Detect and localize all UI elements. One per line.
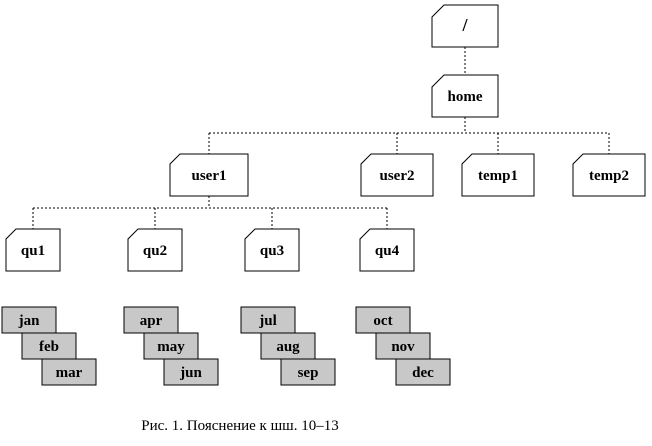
folder-qu2-shape [127,228,183,272]
file-apr-label: apr [140,313,163,329]
root-folder: / [431,4,499,48]
file-feb: feb [21,332,77,360]
home-folder-shape [431,74,499,118]
file-dec: dec [395,358,451,386]
file-feb-shape [21,332,77,360]
file-jan-label: jan [18,313,40,329]
file-may-label: may [157,339,185,355]
file-mar: mar [41,358,97,386]
folder-temp2-label: temp2 [589,168,629,184]
folder-user2: user2 [360,153,434,197]
folder-qu2-label: qu2 [143,243,167,259]
folder-qu1: qu1 [5,228,61,272]
file-nov: nov [375,332,431,360]
folder-qu3: qu3 [244,228,300,272]
file-jul-label: jul [258,313,277,329]
file-nov-label: nov [391,339,415,355]
file-nov-shape [375,332,431,360]
file-jan: jan [1,306,57,334]
root-folder-label: / [461,15,468,35]
file-sep-shape [280,358,336,386]
file-jul: jul [240,306,296,334]
folder-qu4-label: qu4 [375,243,400,259]
file-may-shape [143,332,199,360]
home-folder: home [431,74,499,118]
folder-user2-shape [360,153,434,197]
folder-user2-label: user2 [380,168,415,184]
folder-temp1-label: temp1 [478,168,518,184]
file-apr: apr [123,306,179,334]
file-may: may [143,332,199,360]
file-dec-label: dec [412,365,434,381]
file-oct: oct [355,306,411,334]
folder-temp1-shape [461,153,535,197]
file-aug-shape [260,332,316,360]
tree-nodes: / home user1 user2 temp1 temp2 qu1 jan feb mar qu2… [1,4,646,386]
file-mar-shape [41,358,97,386]
file-aug-label: aug [276,339,300,355]
folder-user1: user1 [169,153,249,197]
folder-user1-label: user1 [192,168,227,184]
folder-temp2-shape [572,153,646,197]
folder-qu3-shape [244,228,300,272]
file-jun-shape [163,358,219,386]
root-folder-shape [431,4,499,48]
folder-qu2: qu2 [127,228,183,272]
folder-temp2: temp2 [572,153,646,197]
file-oct-shape [355,306,411,334]
file-sep-label: sep [298,365,319,381]
folder-qu3-label: qu3 [260,243,284,259]
figure-caption: Рис. 1. Пояснение к шш. 10–13 [141,418,339,434]
folder-qu4: qu4 [359,228,415,272]
folder-qu1-shape [5,228,61,272]
file-feb-label: feb [39,339,59,355]
tree-connectors [32,47,610,229]
folder-qu1-label: qu1 [21,243,45,259]
home-folder-label: home [448,89,483,105]
folder-user1-shape [169,153,249,197]
file-jun-label: jun [179,365,202,381]
folder-qu4-shape [359,228,415,272]
folder-temp1: temp1 [461,153,535,197]
file-mar-label: mar [56,365,83,381]
file-oct-label: oct [373,313,392,329]
file-aug: aug [260,332,316,360]
file-sep: sep [280,358,336,386]
file-jun: jun [163,358,219,386]
file-dec-shape [395,358,451,386]
